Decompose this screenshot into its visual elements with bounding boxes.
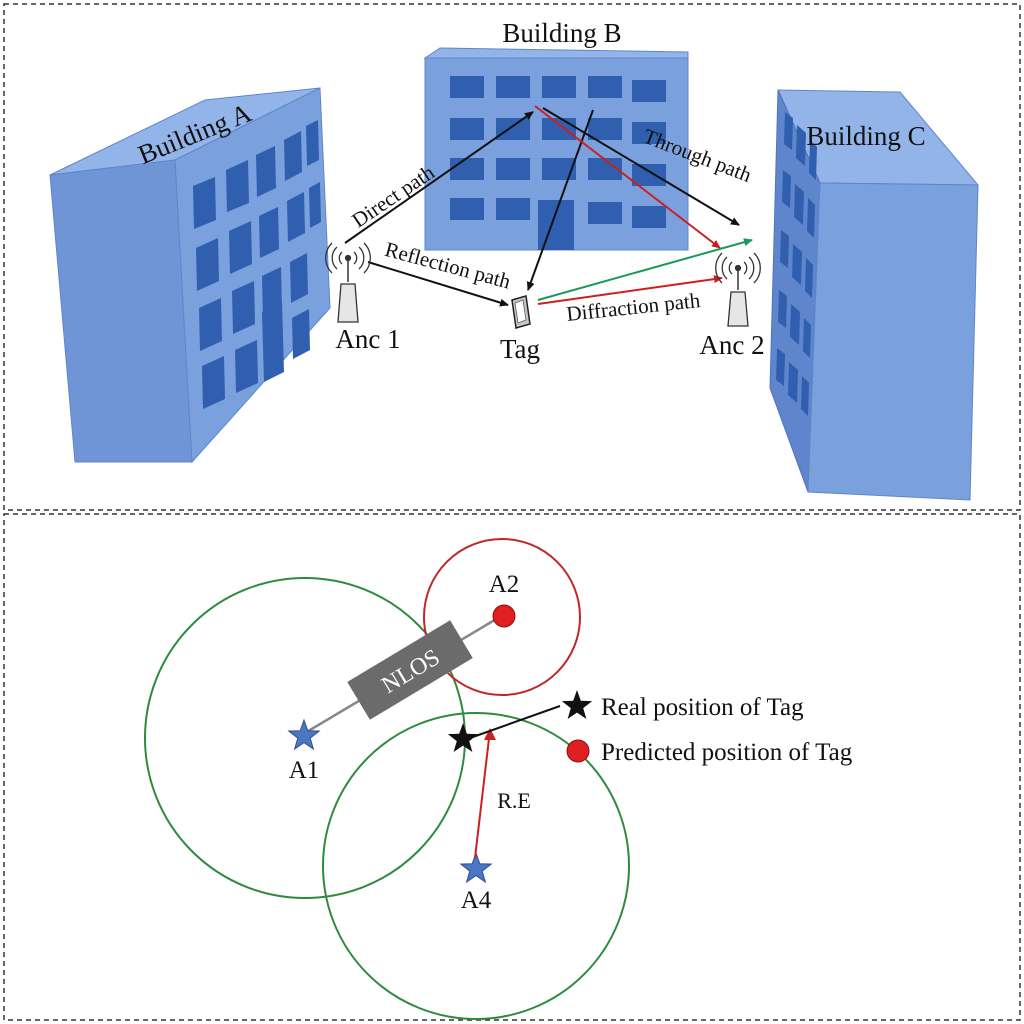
anchor-2-label: Anc 2 xyxy=(699,330,764,360)
legend: Real position of Tag Predicted position … xyxy=(561,690,853,766)
predicted-tag-position-marker xyxy=(484,728,496,740)
tag-device-icon xyxy=(511,295,531,329)
building-c xyxy=(769,89,980,501)
building-b-label: Building B xyxy=(502,18,621,48)
tag-label: Tag xyxy=(500,334,540,364)
bottom-panel-frame xyxy=(3,513,1021,1021)
anchor-1-signal-icon xyxy=(325,242,371,274)
green-tag-to-anchor-arrow xyxy=(537,238,753,301)
anchor-a4-range-circle xyxy=(322,712,630,1020)
anchor-1-antenna xyxy=(325,242,371,323)
anchor-2-signal-icon xyxy=(715,252,761,284)
diffraction-path-arrow xyxy=(537,275,723,305)
top-panel-frame xyxy=(3,3,1021,511)
legend-real-label: Real position of Tag xyxy=(601,694,804,721)
anchor-a4-label: A4 xyxy=(461,887,492,914)
ranging-error-label: R.E xyxy=(497,788,531,813)
building-a xyxy=(49,87,331,464)
signal-paths xyxy=(344,105,753,307)
building-b-reflection-down-arrow xyxy=(526,109,594,291)
legend-predicted-dot-icon xyxy=(566,739,590,763)
red-through-arrow xyxy=(534,105,721,249)
direct-path-arrow xyxy=(344,111,534,244)
anchor-a2-marker xyxy=(492,604,516,628)
anchor-a2-label: A2 xyxy=(489,571,520,598)
ranging-error-arrow xyxy=(474,729,494,859)
anchor-2-antenna xyxy=(715,252,761,327)
real-position-leader-line xyxy=(469,705,561,739)
anchor-a4-star-icon xyxy=(459,851,493,884)
building-c-label: Building C xyxy=(806,121,925,151)
legend-predicted-label: Predicted position of Tag xyxy=(601,739,853,766)
diffraction-path-label: Diffraction path xyxy=(565,288,702,326)
real-tag-position-star-icon xyxy=(447,723,479,752)
anchor-a1-label: A1 xyxy=(289,757,320,784)
building-b xyxy=(423,47,689,251)
reflection-path-arrow xyxy=(367,261,509,307)
legend-real-star-icon xyxy=(561,690,593,719)
anchor-a2-range-circle xyxy=(423,538,581,696)
anchor-a1-star-icon xyxy=(287,718,321,751)
nlos-obstacle: NLOS xyxy=(347,620,473,720)
anchor-1-label: Anc 1 xyxy=(335,324,400,354)
through-path-arrow xyxy=(542,107,740,226)
